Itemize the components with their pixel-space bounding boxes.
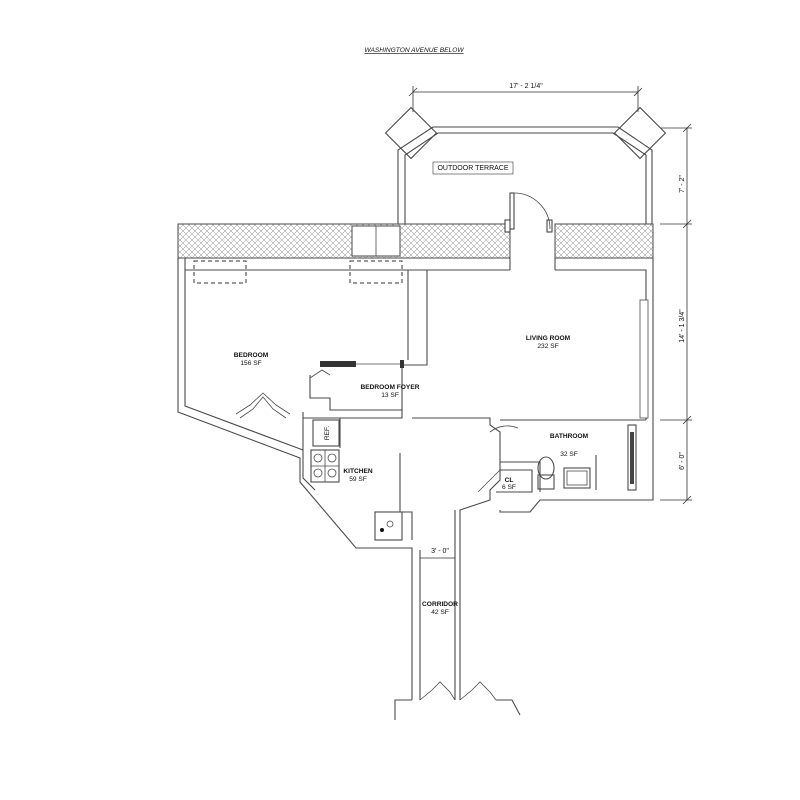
terrace-depth-label: 7' - 2" — [679, 175, 686, 193]
refrigerator-label: REF. — [324, 426, 331, 440]
bedroom-area: 156 SF — [240, 360, 261, 367]
stove — [310, 449, 340, 483]
parapet-wall — [177, 223, 654, 259]
bedroom-foyer-area: 13 SF — [381, 392, 399, 399]
terrace-label: OUTDOOR TERRACE — [437, 165, 508, 172]
kitchen-label: KITCHEN — [343, 468, 373, 475]
bathroom-sink — [563, 455, 597, 490]
terrace-label-box — [432, 161, 514, 175]
closet-area: 6 SF — [502, 484, 516, 491]
toilet — [537, 456, 555, 490]
terrace-door — [504, 192, 553, 233]
bedroom-foyer-label: BEDROOM FOYER — [361, 384, 420, 391]
bathroom-label: BATHROOM — [550, 433, 589, 440]
terrace-width-label: 17' - 2 1/4" — [509, 83, 543, 90]
kitchen-sink — [380, 520, 394, 532]
living-room-area: 232 SF — [537, 343, 558, 350]
kitchen-area: 59 SF — [349, 476, 367, 483]
apartment-walls: 3' - 0" — [177, 258, 654, 720]
terrace-walls — [384, 106, 667, 224]
terrace-width-dimension: 17' - 2 1/4" — [408, 83, 643, 112]
bath-depth-label: 6' - 0" — [679, 452, 686, 470]
bedroom-label: BEDROOM — [234, 352, 269, 359]
corridor-area: 42 SF — [431, 609, 449, 616]
bathroom-area: 32 SF — [560, 451, 578, 458]
bathroom-door — [489, 425, 519, 433]
corridor-width-label: 3' - 0" — [431, 548, 449, 555]
bathtub — [627, 424, 637, 491]
corridor-label: CORRIDOR — [422, 601, 458, 608]
living-room-label: LIVING ROOM — [526, 335, 571, 342]
bedroom-door — [309, 360, 404, 379]
refrigerator: REF. — [312, 419, 340, 447]
closet-label: CL — [505, 477, 514, 484]
living-depth-label: 14' - 1 3/4" — [679, 309, 686, 343]
closet-door — [477, 469, 501, 493]
street-label: WASHINGTON AVENUE BELOW — [364, 47, 464, 54]
right-dimension-chain: 7' - 2" 14' - 1 3/4" 6' - 0" — [660, 123, 692, 505]
